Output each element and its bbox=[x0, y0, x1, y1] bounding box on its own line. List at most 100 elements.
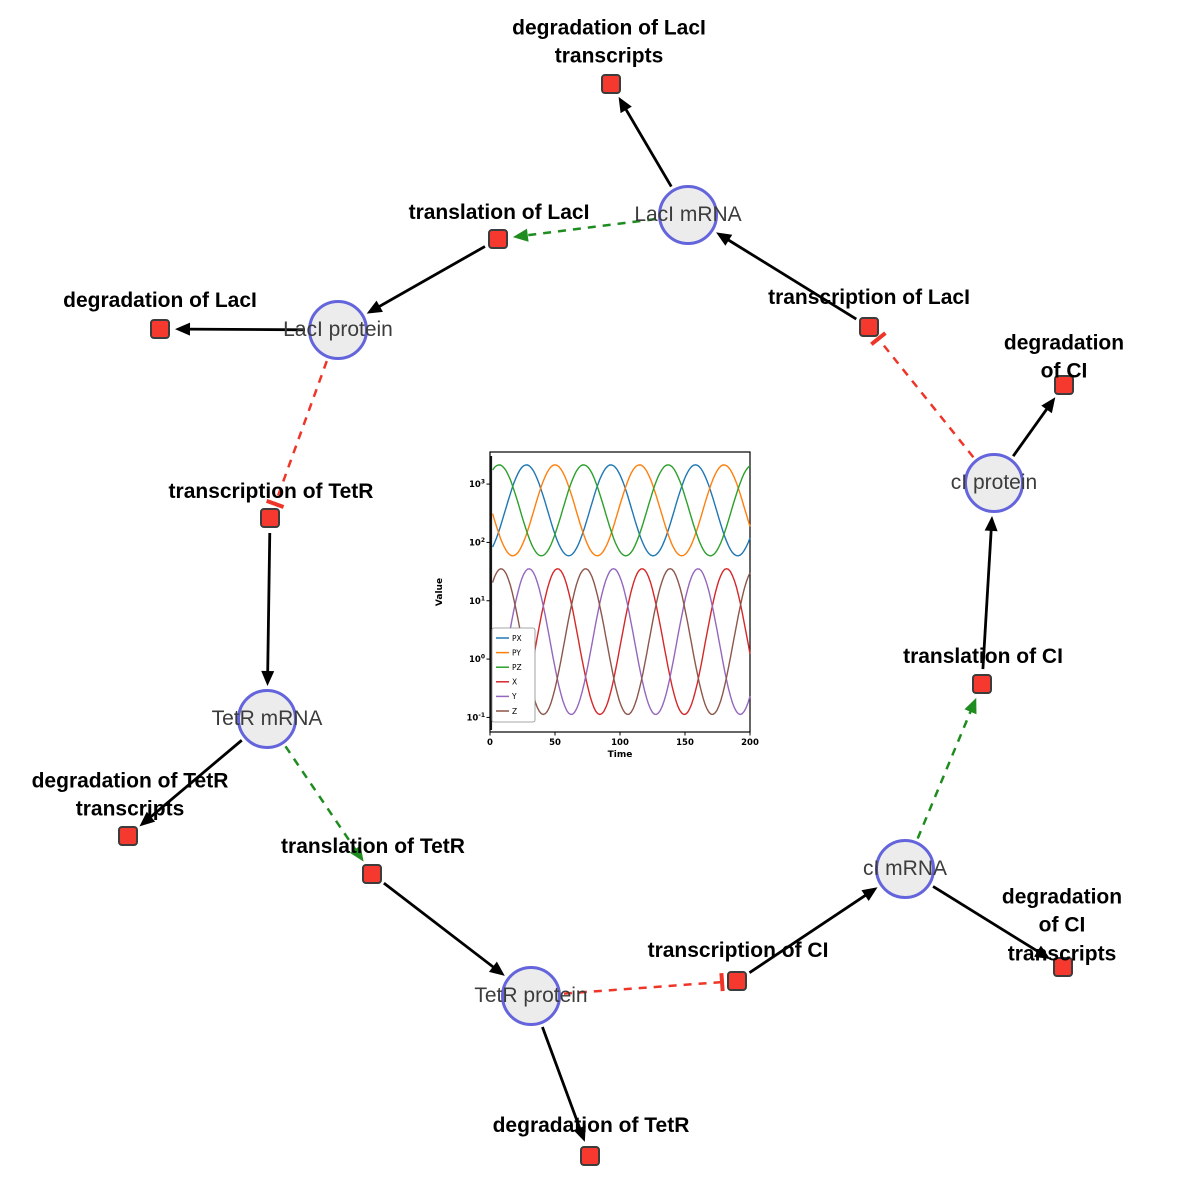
edge-production bbox=[374, 245, 486, 310]
reaction-node-txn_ci[interactable] bbox=[727, 971, 747, 991]
edge-production bbox=[748, 891, 870, 974]
x-tick-label: 0 bbox=[487, 738, 493, 748]
edge-arrowhead bbox=[861, 887, 878, 902]
reaction-node-transl_laci[interactable] bbox=[488, 229, 508, 249]
reaction-label: degradation of TetR transcripts bbox=[31, 769, 229, 821]
x-tick-label: 50 bbox=[549, 738, 561, 748]
species-label: cI protein bbox=[950, 471, 1038, 494]
reaction-label: transcription of CI bbox=[647, 938, 829, 962]
legend-label: PY bbox=[512, 648, 521, 657]
inhibition-tee bbox=[719, 972, 725, 992]
reaction-node-deg_laci[interactable] bbox=[150, 319, 170, 339]
reaction-node-deg_ci_tx[interactable] bbox=[1053, 957, 1073, 977]
edge-consumption bbox=[146, 739, 243, 821]
edge-consumption bbox=[541, 1026, 583, 1134]
edge-inhibition bbox=[273, 360, 328, 505]
edge-production bbox=[266, 532, 272, 677]
reaction-node-deg_ci[interactable] bbox=[1054, 375, 1074, 395]
edge-arrowhead bbox=[349, 845, 364, 862]
series-X bbox=[491, 567, 751, 716]
edge-inhibition bbox=[877, 337, 975, 459]
edge-consumption bbox=[932, 885, 1043, 956]
y-axis-label: Value bbox=[435, 578, 445, 606]
reaction-label: translation of LacI bbox=[408, 200, 590, 224]
edge-consumption bbox=[622, 104, 673, 188]
reaction-label: degradation of LacI bbox=[63, 288, 257, 312]
inhibition-tee bbox=[265, 498, 285, 509]
edge-arrowhead bbox=[139, 811, 156, 827]
reaction-label: degradation of CI bbox=[1003, 331, 1125, 383]
legend-label: PZ bbox=[512, 663, 522, 672]
species-label: LacI mRNA bbox=[634, 203, 742, 226]
x-tick-label: 200 bbox=[741, 738, 759, 748]
y-tick-label: 10-1 bbox=[466, 712, 485, 724]
reaction-node-deg_tetr[interactable] bbox=[580, 1146, 600, 1166]
edge-consumption bbox=[184, 327, 306, 332]
edge-production bbox=[383, 882, 498, 971]
reaction-label: transcription of TetR bbox=[168, 479, 374, 503]
edge-production bbox=[723, 236, 857, 321]
y-tick-label: 103 bbox=[469, 479, 485, 491]
edge-arrowhead bbox=[716, 232, 733, 246]
series-PZ bbox=[492, 464, 751, 557]
edge-consumption bbox=[1012, 404, 1051, 457]
edge-modifier bbox=[284, 745, 360, 855]
reaction-label: degradation of CI transcripts bbox=[1001, 885, 1123, 966]
species-node-laci_mrna[interactable] bbox=[658, 185, 718, 245]
species-node-ci_mrna[interactable] bbox=[875, 839, 935, 899]
species-node-tetr_mrna[interactable] bbox=[237, 689, 297, 749]
y-tick-label: 102 bbox=[469, 537, 485, 549]
species-node-tetr_protein[interactable] bbox=[501, 966, 561, 1026]
species-label: TetR protein bbox=[474, 984, 588, 1007]
species-node-laci_protein[interactable] bbox=[308, 300, 368, 360]
reaction-label: degradation of TetR bbox=[492, 1113, 690, 1137]
edge-production bbox=[981, 525, 993, 670]
legend-label: PX bbox=[512, 634, 522, 643]
legend-label: Z bbox=[512, 707, 517, 716]
inhibition-tee bbox=[870, 331, 887, 346]
reaction-label: translation of CI bbox=[903, 644, 1063, 668]
reaction-node-deg_laci_tx[interactable] bbox=[601, 74, 621, 94]
edge-modifier bbox=[522, 217, 656, 238]
edge-arrowhead bbox=[512, 228, 529, 242]
species-label: LacI protein bbox=[283, 318, 393, 341]
legend-label: X bbox=[512, 678, 517, 687]
y-tick-label: 100 bbox=[469, 654, 485, 666]
species-label: TetR mRNA bbox=[211, 707, 323, 730]
series-Z bbox=[491, 567, 751, 716]
edge-arrowhead bbox=[573, 1125, 586, 1142]
x-tick-label: 150 bbox=[676, 738, 694, 748]
edge-arrowhead bbox=[618, 96, 632, 114]
edge-arrowhead bbox=[488, 961, 505, 976]
species-node-ci_protein[interactable] bbox=[964, 453, 1024, 513]
legend-label: Y bbox=[511, 692, 517, 701]
edge-arrowhead bbox=[174, 322, 191, 336]
x-tick-label: 100 bbox=[611, 738, 629, 748]
edge-arrowhead bbox=[984, 515, 998, 532]
reaction-label: transcription of LacI bbox=[768, 285, 970, 309]
edge-inhibition bbox=[563, 980, 723, 995]
reaction-node-txn_laci[interactable] bbox=[859, 317, 879, 337]
edge-arrowhead bbox=[366, 300, 383, 314]
reaction-node-transl_ci[interactable] bbox=[972, 674, 992, 694]
edge-arrowhead bbox=[964, 697, 977, 715]
edge-arrowhead bbox=[261, 670, 275, 687]
reaction-node-txn_tetr[interactable] bbox=[260, 508, 280, 528]
series-PX bbox=[491, 464, 751, 557]
reaction-label: translation of TetR bbox=[281, 834, 465, 858]
y-tick-label: 101 bbox=[469, 595, 485, 607]
reaction-node-transl_tetr[interactable] bbox=[362, 864, 382, 884]
series-Y bbox=[491, 567, 751, 716]
legend-box bbox=[491, 627, 536, 723]
x-axis-label: Time bbox=[608, 750, 633, 760]
edge-arrowhead bbox=[1034, 945, 1051, 960]
reaction-node-deg_tetr_tx[interactable] bbox=[118, 826, 138, 846]
species-label: cI mRNA bbox=[863, 857, 947, 880]
edge-arrowhead bbox=[1041, 397, 1056, 414]
series-PY bbox=[491, 464, 751, 557]
